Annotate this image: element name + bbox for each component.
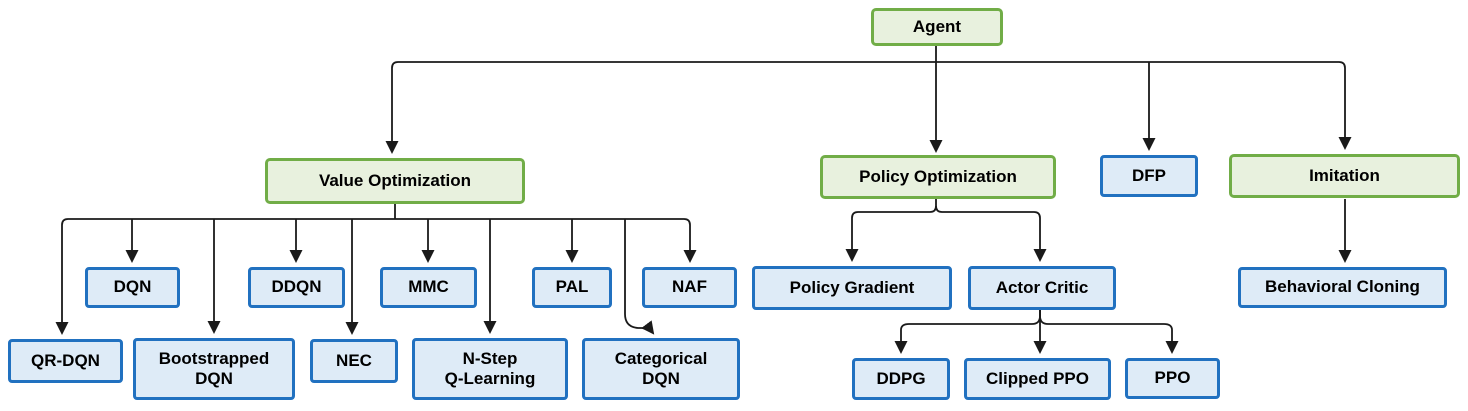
node-pal: PAL [532, 267, 612, 308]
node-ddpg: DDPG [852, 358, 950, 400]
node-policy-gradient: Policy Gradient [752, 266, 952, 310]
node-value-optimization: Value Optimization [265, 158, 525, 204]
node-qr-dqn: QR-DQN [8, 339, 123, 383]
node-imitation: Imitation [1229, 154, 1460, 198]
node-actor-critic: Actor Critic [968, 266, 1116, 310]
node-ppo: PPO [1125, 358, 1220, 399]
node-ddqn: DDQN [248, 267, 345, 308]
node-n-step-q-learning: N-Step Q-Learning [412, 338, 568, 400]
node-naf: NAF [642, 267, 737, 308]
node-clipped-ppo: Clipped PPO [964, 358, 1111, 400]
node-dfp: DFP [1100, 155, 1198, 197]
node-dqn: DQN [85, 267, 180, 308]
node-behavioral-cloning: Behavioral Cloning [1238, 267, 1447, 308]
node-nec: NEC [310, 339, 398, 383]
node-agent: Agent [871, 8, 1003, 46]
node-categorical-dqn: Categorical DQN [582, 338, 740, 400]
node-policy-optimization: Policy Optimization [820, 155, 1056, 199]
node-mmc: MMC [380, 267, 477, 308]
node-bootstrapped-dqn: Bootstrapped DQN [133, 338, 295, 400]
